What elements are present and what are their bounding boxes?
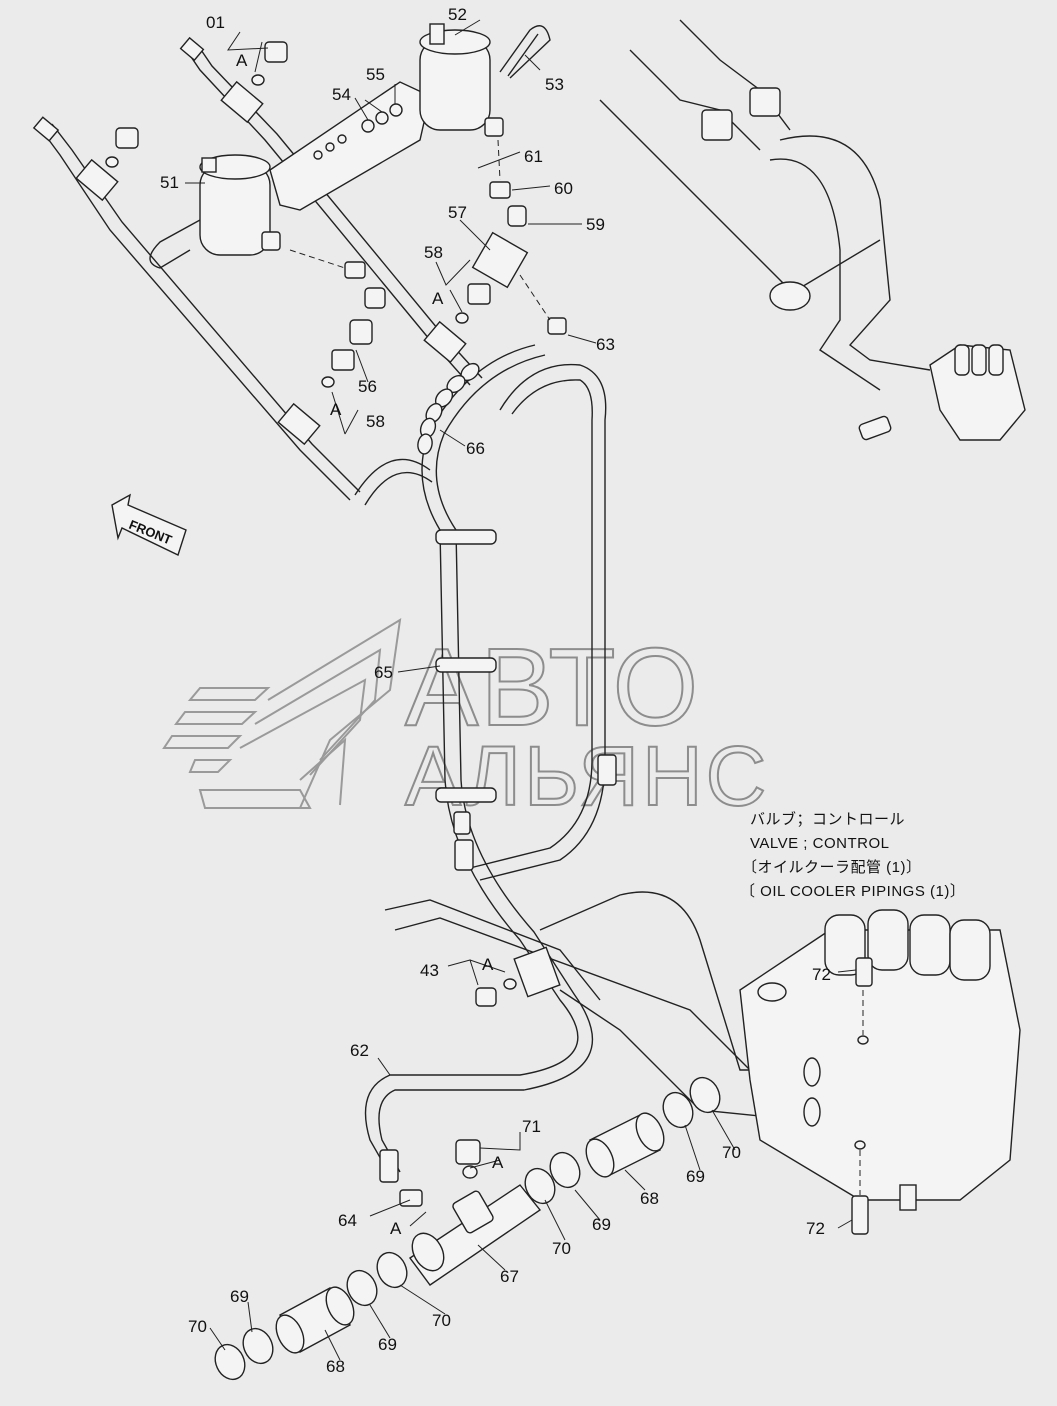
callout-01: 01 <box>206 13 225 32</box>
callout-43-a: A <box>482 955 494 974</box>
callout-63: 63 <box>596 335 615 354</box>
callout-69-mid: 69 <box>592 1215 611 1234</box>
watermark-logo <box>162 618 402 809</box>
callout-01-a: A <box>236 51 248 70</box>
control-valve <box>739 909 1021 1235</box>
callout-70-left: 70 <box>188 1317 207 1336</box>
callout-58-upper-a: A <box>432 289 444 308</box>
callout-67: 67 <box>500 1267 519 1286</box>
callout-68-upper: 68 <box>640 1189 659 1208</box>
callout-52: 52 <box>448 5 467 24</box>
callout-58-lower-a: A <box>330 400 342 419</box>
callout-65: 65 <box>374 663 393 682</box>
callout-64: 64 <box>338 1211 357 1230</box>
callout-72-lower: 72 <box>806 1219 825 1238</box>
caption-line2: VALVE ; CONTROL <box>750 835 889 852</box>
callout-69-low: 69 <box>378 1335 397 1354</box>
caption-line4: 〔 OIL COOLER PIPINGS (1)〕 <box>740 883 965 900</box>
upper-pipe-assembly <box>32 23 567 501</box>
callout-55: 55 <box>366 65 385 84</box>
caption-line3: 〔オイルクーラ配管 (1)〕 <box>742 859 922 876</box>
callout-53: 53 <box>545 75 564 94</box>
lower-assembly <box>214 1076 721 1381</box>
callout-70-low: 70 <box>432 1311 451 1330</box>
callout-43: 43 <box>420 961 439 980</box>
callout-56: 56 <box>358 377 377 396</box>
callout-68-lower: 68 <box>326 1357 345 1376</box>
callout-69-left: 69 <box>230 1287 249 1306</box>
inset-view <box>599 19 1026 441</box>
callout-51: 51 <box>160 173 179 192</box>
callout-58-upper: 58 <box>424 243 443 262</box>
callout-61: 61 <box>524 147 543 166</box>
callout-70-right: 70 <box>722 1143 741 1162</box>
caption-line1: バルブ；コントロール <box>750 810 905 828</box>
callout-71: 71 <box>522 1117 541 1136</box>
callout-72-upper: 72 <box>812 965 831 984</box>
callout-57: 57 <box>448 203 467 222</box>
caption-block: バルブ；コントロール VALVE ; CONTROL 〔オイルクーラ配管 (1)… <box>740 810 965 900</box>
callout-59: 59 <box>586 215 605 234</box>
front-direction-arrow: FRONT <box>111 493 187 556</box>
callout-66: 66 <box>466 439 485 458</box>
callout-58-lower: 58 <box>366 412 385 431</box>
callout-54: 54 <box>332 85 351 104</box>
callout-62: 62 <box>350 1041 369 1060</box>
corrugated-hose-66 <box>417 362 480 455</box>
watermark-line1: АВТО <box>405 626 700 749</box>
callouts: 01 A 52 53 54 55 51 61 60 57 59 58 A 63 … <box>160 5 831 1376</box>
leader-lines <box>185 19 857 1361</box>
callout-69-right: 69 <box>686 1167 705 1186</box>
callout-60: 60 <box>554 179 573 198</box>
callout-70-mid: 70 <box>552 1239 571 1258</box>
callout-71-a: A <box>492 1153 504 1172</box>
callout-64-a: A <box>390 1219 402 1238</box>
